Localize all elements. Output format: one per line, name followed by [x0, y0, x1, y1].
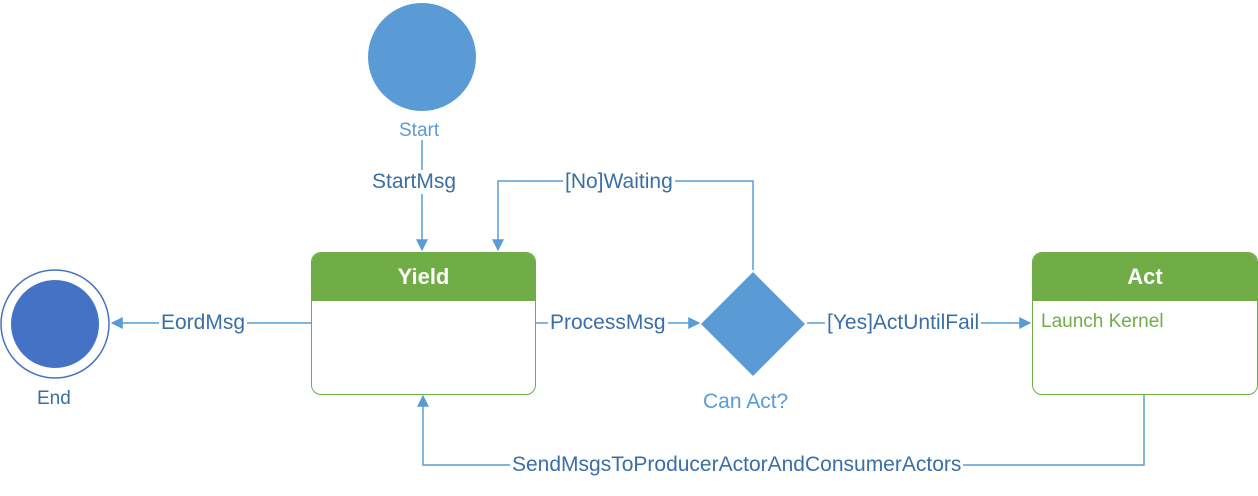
- act-state-body: Launch Kernel: [1041, 311, 1164, 332]
- end-node: [11, 280, 99, 368]
- edge-label-processmsg: ProcessMsg: [548, 311, 668, 335]
- yield-state-body: [312, 301, 535, 321]
- edge-no-waiting: [492, 180, 754, 270]
- act-state-title: Act: [1033, 253, 1257, 301]
- yield-state-title: Yield: [312, 253, 535, 301]
- yield-state: Yield: [311, 252, 536, 395]
- edge-label-sendmsgs: SendMsgsToProducerActorAndConsumerActors: [510, 453, 964, 477]
- edge-label-no-waiting: [No]Waiting: [563, 170, 675, 194]
- act-state: Act Launch Kernel: [1032, 252, 1258, 395]
- decision-diamond: [701, 272, 805, 376]
- start-node: [368, 3, 476, 111]
- decision-label: Can Act?: [703, 390, 789, 413]
- start-label: Start: [399, 120, 440, 141]
- edge-label-yes-act: [Yes]ActUntilFail: [825, 311, 982, 335]
- end-label: End: [37, 388, 71, 409]
- edge-label-eordmsg: EordMsg: [159, 311, 248, 335]
- edge-label-startmsg: StartMsg: [370, 170, 459, 194]
